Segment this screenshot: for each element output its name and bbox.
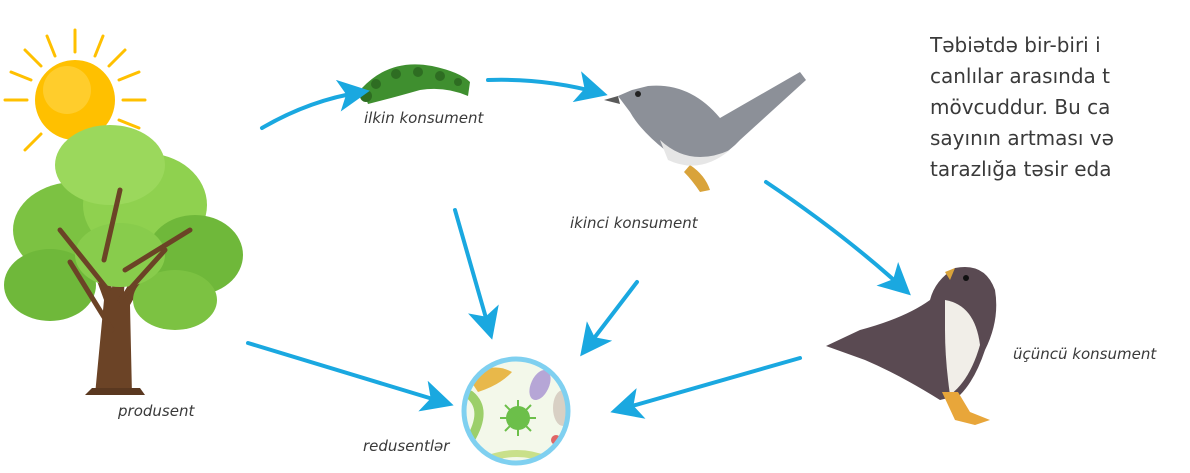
tree-icon: [4, 125, 243, 395]
arrow-producer-to-reducers: [248, 343, 446, 403]
caterpillar-icon: [360, 64, 470, 104]
primary-consumer-label: ilkin konsument: [364, 109, 483, 127]
arrow-tertiary-to-reducers: [618, 358, 800, 410]
reducers-label: redusentlər: [363, 437, 449, 455]
description-paragraph: Təbiətdə bir-biri i canlılar arasında t …: [930, 30, 1190, 185]
producer-label: produsent: [118, 402, 194, 420]
falcon-icon: [826, 267, 996, 425]
paragraph-line: canlılar arasında t: [930, 61, 1190, 92]
arrow-primary-to-secondary: [488, 80, 600, 93]
paragraph-line: mövcuddur. Bu ca: [930, 92, 1190, 123]
arrow-secondary-to-reducers: [585, 282, 637, 350]
paragraph-line: sayının artması və: [930, 123, 1190, 154]
arrow-producer-to-primary: [262, 92, 362, 128]
bacteria-icon: [464, 359, 573, 463]
paragraph-line: Təbiətdə bir-biri i: [930, 30, 1190, 61]
tertiary-consumer-label: üçüncü konsument: [1013, 345, 1156, 363]
secondary-consumer-label: ikinci konsument: [570, 214, 698, 232]
arrow-secondary-to-tertiary: [766, 182, 905, 290]
arrow-primary-to-reducers: [455, 210, 490, 332]
cuckoo-bird-icon: [604, 72, 806, 192]
paragraph-line: tarazlığa təsir eda: [930, 154, 1190, 185]
